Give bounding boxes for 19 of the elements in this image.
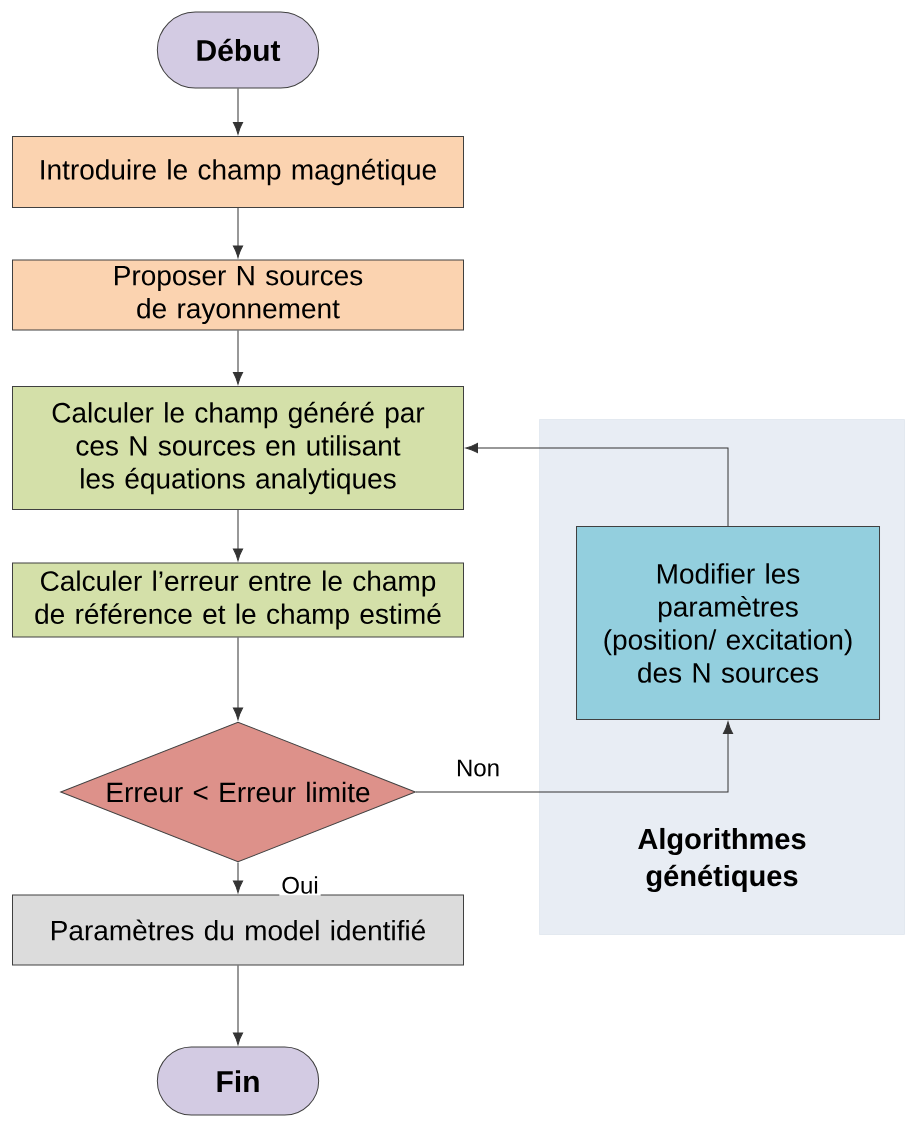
arrow <box>232 965 244 1046</box>
edge-label: Oui <box>279 874 321 896</box>
arrow <box>232 207 244 259</box>
arrow <box>415 721 734 793</box>
process-box: Calculer l’erreur entre le champ de référence et le champ estimé <box>12 562 464 638</box>
arrow <box>232 862 244 894</box>
arrow <box>232 509 244 562</box>
process-box: Modifier les paramètres (position/ excitation) des N sources <box>576 526 880 720</box>
arrow <box>465 442 729 527</box>
arrow <box>232 88 244 135</box>
arrow <box>232 330 244 385</box>
process-box: Introduire le champ magnétique <box>12 136 464 208</box>
result-box: Paramètres du model identifié <box>12 894 464 966</box>
end-terminal: Fin <box>156 1046 320 1116</box>
edge-label: Non <box>454 757 502 779</box>
process-box: Calculer le champ généré par ces N sources en utilisant les équations analytiques <box>12 386 464 510</box>
start-terminal: Début <box>156 11 320 89</box>
process-box: Proposer N sources de rayonnement <box>12 259 464 331</box>
arrow <box>232 637 244 721</box>
